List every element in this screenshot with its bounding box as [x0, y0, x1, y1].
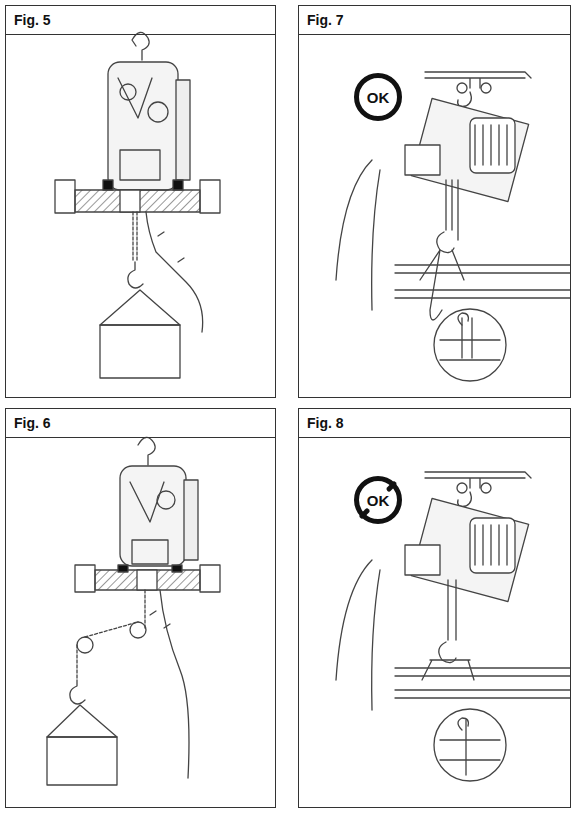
figure-title: Fig. 6 — [6, 409, 275, 438]
ok-symbol: OK — [354, 476, 402, 524]
figure-panel: Fig. 8 OK — [298, 408, 571, 808]
figure-title: Fig. 8 — [299, 409, 570, 438]
hoist-fig5 — [55, 32, 220, 378]
ok-label: OK — [367, 89, 390, 106]
figure-title: Fig. 5 — [6, 6, 275, 35]
figure-panel: Fig. 5 — [5, 5, 276, 398]
hoist-fig6 — [47, 437, 220, 785]
figure-panel: Fig. 7 OK — [298, 5, 571, 398]
ok-symbol: OK — [354, 73, 402, 121]
ok-label: OK — [367, 492, 390, 509]
hoist-fig8 — [336, 472, 570, 781]
figure-title: Fig. 7 — [299, 6, 570, 35]
figure-panel: Fig. 6 — [5, 408, 276, 808]
hoist-fig7 — [336, 72, 570, 381]
prohibition-slash — [362, 484, 394, 516]
